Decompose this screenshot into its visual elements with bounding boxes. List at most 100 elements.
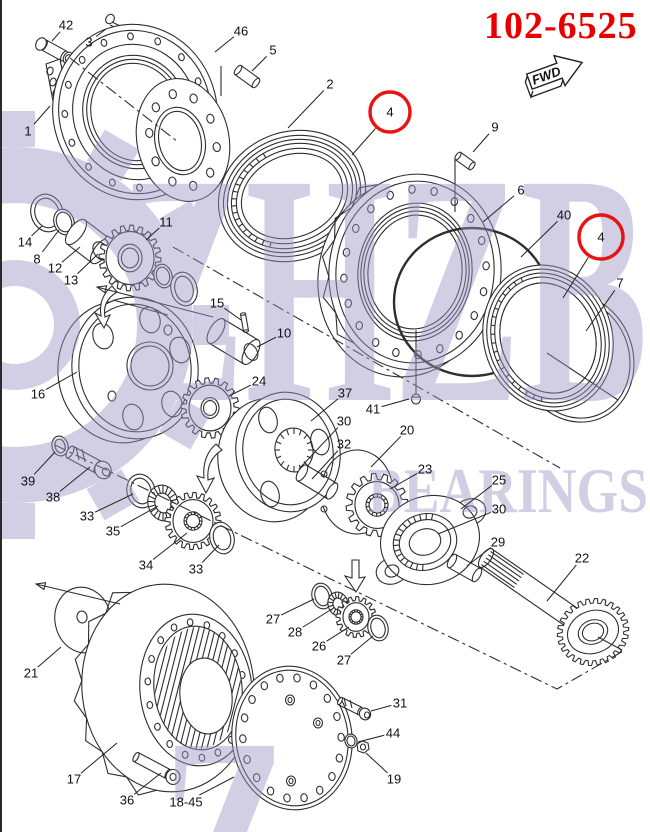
svg-text:Z: Z [160, 669, 290, 832]
highlight-circle [577, 213, 625, 261]
callout-5: 5 [251, 43, 277, 72]
callout-1: 1 [24, 105, 51, 139]
svg-text:23: 23 [418, 462, 432, 477]
svg-text:ZHZB: ZHZB [118, 107, 648, 472]
callout-20: 20 [370, 423, 414, 468]
callout-34: 34 [139, 532, 188, 573]
callout-29: 29 [466, 535, 505, 567]
callout-8: 8 [33, 229, 60, 267]
callout-12: 12 [48, 246, 81, 276]
svg-text:27: 27 [337, 653, 351, 668]
callout-27: 27 [337, 635, 374, 668]
callout-24: 24 [228, 374, 266, 397]
svg-text:16: 16 [31, 387, 45, 402]
svg-text:6: 6 [517, 183, 524, 198]
callout-21: 21 [24, 646, 62, 681]
svg-text:5: 5 [269, 43, 276, 58]
svg-text:36: 36 [120, 793, 134, 808]
svg-text:42: 42 [59, 18, 73, 33]
svg-text:40: 40 [557, 208, 571, 223]
callout-6: 6 [482, 183, 525, 223]
svg-text:44: 44 [386, 726, 400, 741]
callout-10: 10 [256, 326, 291, 348]
callout-39: 39 [21, 451, 56, 489]
page-edge-line [0, 0, 2, 832]
callout-4: 4 [562, 213, 625, 299]
svg-text:46: 46 [234, 24, 248, 39]
svg-text:7: 7 [616, 276, 623, 291]
callout-14: 14 [18, 225, 43, 250]
svg-text:25: 25 [492, 473, 506, 488]
svg-text:13: 13 [64, 273, 78, 288]
svg-text:31: 31 [393, 696, 407, 711]
callout-4: 4 [351, 90, 412, 156]
svg-text:10: 10 [277, 326, 291, 341]
diagram-line-art [30, 13, 635, 811]
svg-text:15: 15 [210, 296, 224, 311]
callout-11: 11 [145, 215, 173, 241]
callout-33: 33 [80, 493, 134, 524]
svg-text:17: 17 [67, 772, 81, 787]
svg-text:4: 4 [386, 105, 393, 120]
svg-text:33: 33 [189, 562, 203, 577]
svg-text:14: 14 [18, 235, 32, 250]
svg-text:11: 11 [159, 215, 173, 230]
callout-30: 30 [437, 502, 506, 535]
svg-text:32: 32 [337, 437, 351, 452]
callout-28: 28 [288, 608, 333, 640]
svg-text:24: 24 [252, 374, 266, 389]
svg-text:29: 29 [491, 535, 505, 550]
svg-text:35: 35 [106, 524, 120, 539]
svg-text:8: 8 [33, 252, 40, 267]
callout-42: 42 [51, 18, 73, 42]
svg-text:26: 26 [312, 639, 326, 654]
callout-38: 38 [46, 466, 91, 505]
svg-text:22: 22 [575, 551, 589, 566]
svg-text:30: 30 [337, 414, 351, 429]
highlight-circle [368, 90, 412, 134]
callout-31: 31 [370, 696, 407, 712]
callout-35: 35 [106, 505, 159, 539]
callout-16: 16 [31, 371, 78, 402]
svg-text:9: 9 [491, 120, 498, 135]
svg-text:34: 34 [139, 558, 153, 573]
callout-2: 2 [287, 77, 334, 129]
callout-37: 37 [310, 386, 352, 422]
callout-layer: 1234456789101112131415161718-45192021222… [18, 18, 625, 810]
svg-text:3: 3 [85, 35, 92, 50]
callout-22: 22 [546, 551, 589, 602]
svg-text:18-45: 18-45 [169, 795, 202, 810]
callout-30: 30 [298, 414, 351, 470]
part-number-title: 102-6525 [484, 5, 638, 47]
callout-3: 3 [85, 28, 107, 50]
callout-46: 46 [214, 24, 248, 53]
svg-text:30: 30 [492, 502, 506, 517]
callout-9: 9 [472, 120, 499, 153]
svg-text:19: 19 [387, 772, 401, 787]
svg-text:28: 28 [288, 625, 302, 640]
fwd-direction-arrow: FWD [524, 54, 584, 100]
svg-text:37: 37 [338, 386, 352, 401]
callout-40: 40 [520, 208, 571, 258]
callout-7: 7 [585, 276, 624, 332]
svg-text:33: 33 [80, 509, 94, 524]
svg-text:4: 4 [597, 230, 604, 245]
callout-23: 23 [389, 462, 432, 490]
callout-26: 26 [312, 626, 350, 654]
callout-17: 17 [67, 742, 118, 787]
svg-text:21: 21 [24, 666, 38, 681]
callout-41: 41 [366, 398, 410, 417]
callout-25: 25 [460, 473, 506, 510]
svg-text:BEARINGS: BEARINGS [368, 455, 648, 526]
callout-44: 44 [357, 726, 400, 743]
callout-27: 27 [266, 598, 315, 627]
callout-19: 19 [365, 752, 401, 787]
callout-18-45: 18-45 [169, 776, 235, 810]
svg-text:1: 1 [24, 124, 31, 139]
callout-33: 33 [189, 544, 220, 577]
callout-32: 32 [311, 437, 351, 480]
svg-text:12: 12 [48, 261, 62, 276]
svg-text:39: 39 [21, 474, 35, 489]
